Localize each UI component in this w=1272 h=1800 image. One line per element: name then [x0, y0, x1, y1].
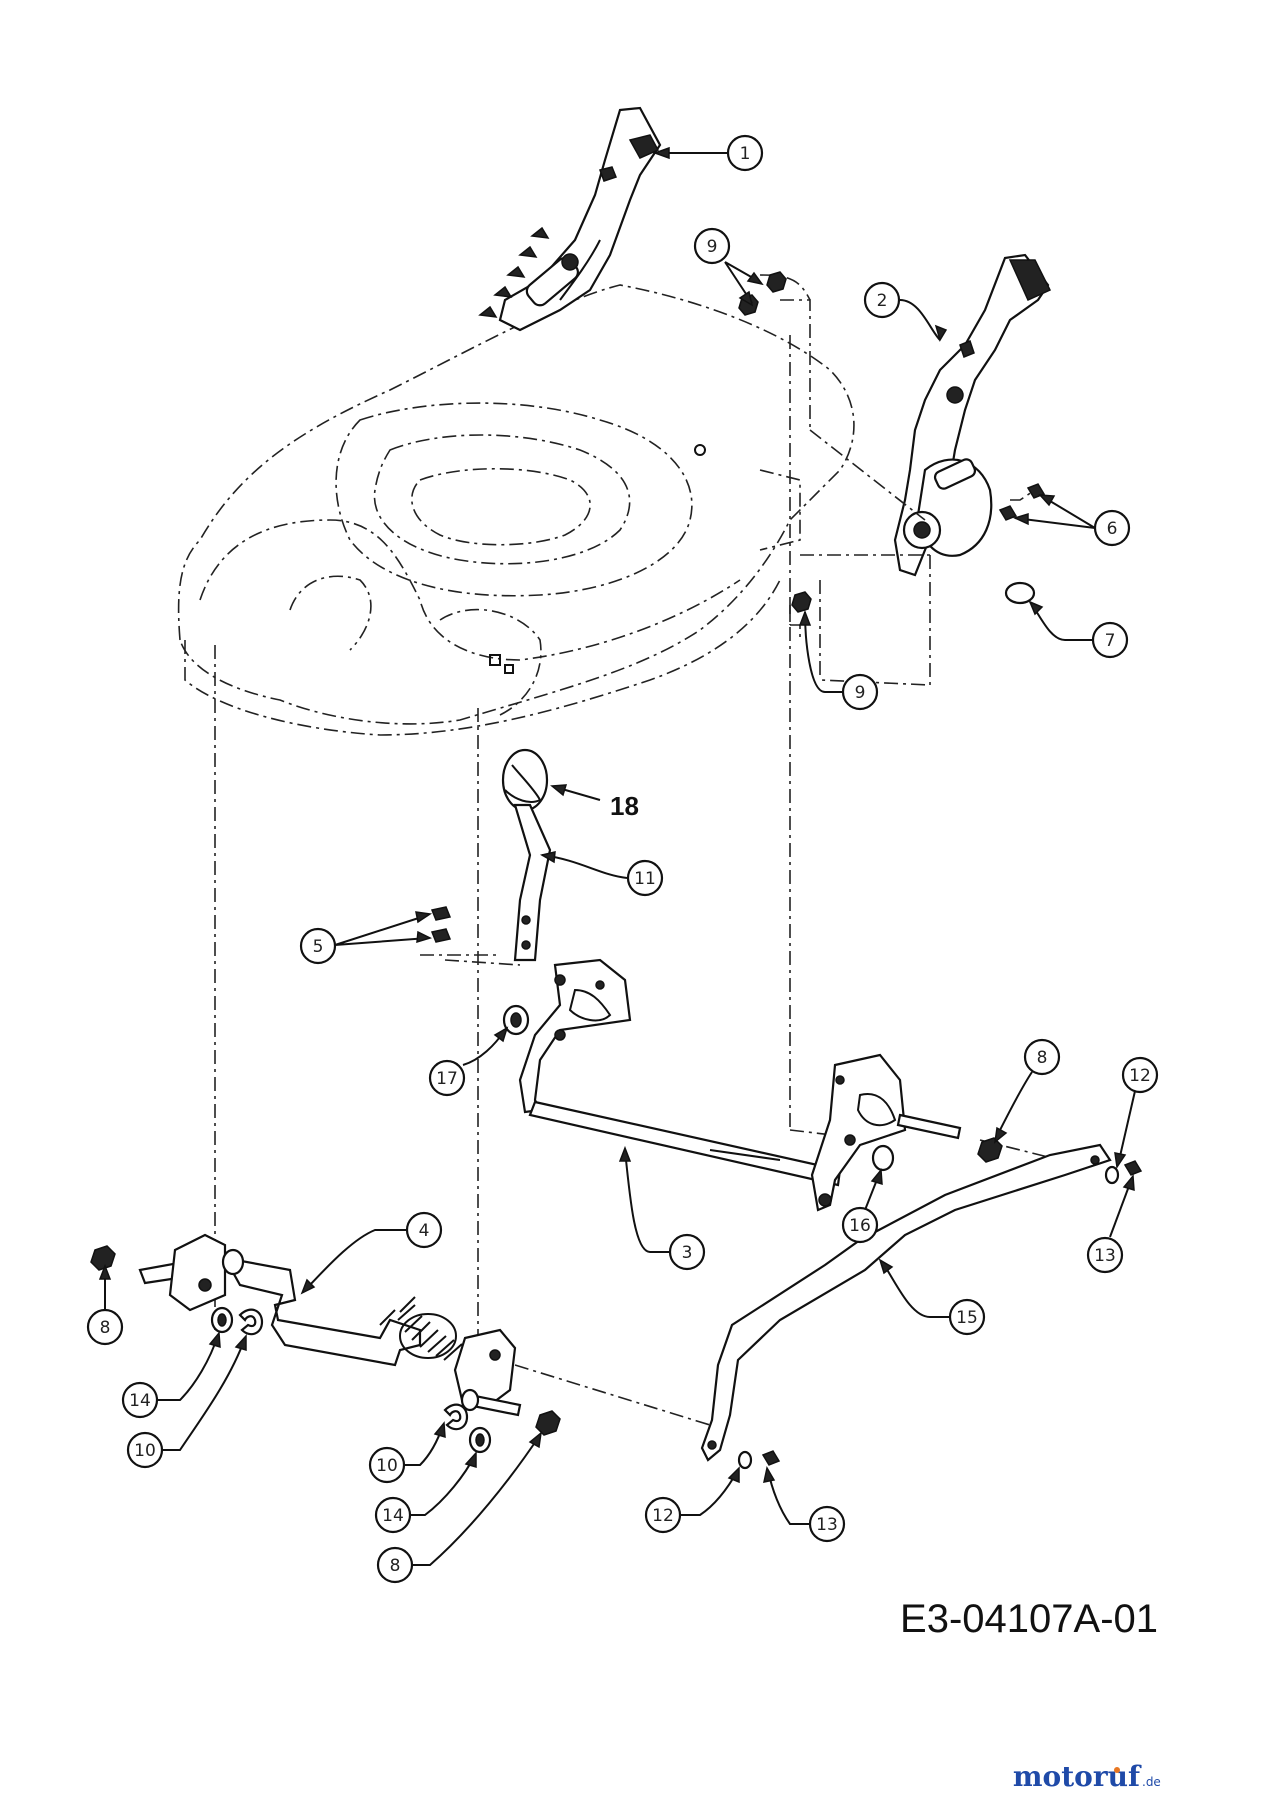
- callout-2: 2: [877, 291, 888, 311]
- bushing-17: [502, 1004, 530, 1036]
- callout-10-middle: 10: [376, 1456, 398, 1476]
- callout-16: 16: [849, 1216, 871, 1236]
- callout-3: 3: [682, 1243, 693, 1263]
- washer-screw-right: [737, 1160, 1143, 1470]
- callout-11: 11: [634, 869, 656, 889]
- callout-13-right: 13: [1094, 1246, 1116, 1266]
- height-lever-2: [893, 253, 1052, 577]
- callout-14-left: 14: [129, 1391, 151, 1411]
- callout-5: 5: [313, 937, 324, 957]
- callout-7: 7: [1105, 631, 1116, 651]
- bracket-11: [513, 803, 552, 962]
- callout-12-right: 12: [1129, 1066, 1151, 1086]
- callout-17: 17: [436, 1069, 458, 1089]
- link-rod-15: [700, 1143, 1112, 1462]
- spring: [379, 1296, 463, 1361]
- callout-14-middle: 14: [382, 1506, 404, 1526]
- callouts: 1 2 9 6 7 9 18: [86, 134, 1159, 1584]
- callout-10-left: 10: [134, 1441, 156, 1461]
- nut-8-right: [977, 1137, 1003, 1163]
- callout-13-lower: 13: [816, 1515, 838, 1535]
- axle-3: [518, 958, 962, 1212]
- callout-4: 4: [419, 1221, 430, 1241]
- callout-9-lower: 9: [855, 683, 866, 703]
- small-parts-left: [90, 1245, 561, 1454]
- bushing-16: [871, 1144, 895, 1172]
- drawing-code: E3-04107A-01: [900, 1597, 1158, 1641]
- callout-8-middle: 8: [390, 1556, 401, 1576]
- callout-18: 18: [610, 791, 639, 821]
- rear-axle-4: [138, 1233, 522, 1417]
- callout-8-right: 8: [1037, 1048, 1048, 1068]
- mower-deck: [177, 284, 855, 736]
- screws-5: [430, 906, 452, 943]
- callout-1: 1: [740, 144, 751, 164]
- watermark-brand: motoruf: [1013, 1760, 1142, 1793]
- callout-15: 15: [956, 1308, 978, 1328]
- height-lever-1: [478, 106, 662, 332]
- callout-12-lower: 12: [652, 1506, 674, 1526]
- callout-6: 6: [1107, 519, 1118, 539]
- watermark-dot: [1114, 1767, 1120, 1773]
- callout-8-left: 8: [100, 1318, 111, 1338]
- knob-18: [501, 748, 549, 812]
- callout-1-circle: [726, 134, 764, 172]
- watermark-suffix: .de: [1142, 1775, 1161, 1789]
- callout-9-top: 9: [707, 237, 718, 257]
- watermark-logo: motoruf .de: [1013, 1760, 1161, 1793]
